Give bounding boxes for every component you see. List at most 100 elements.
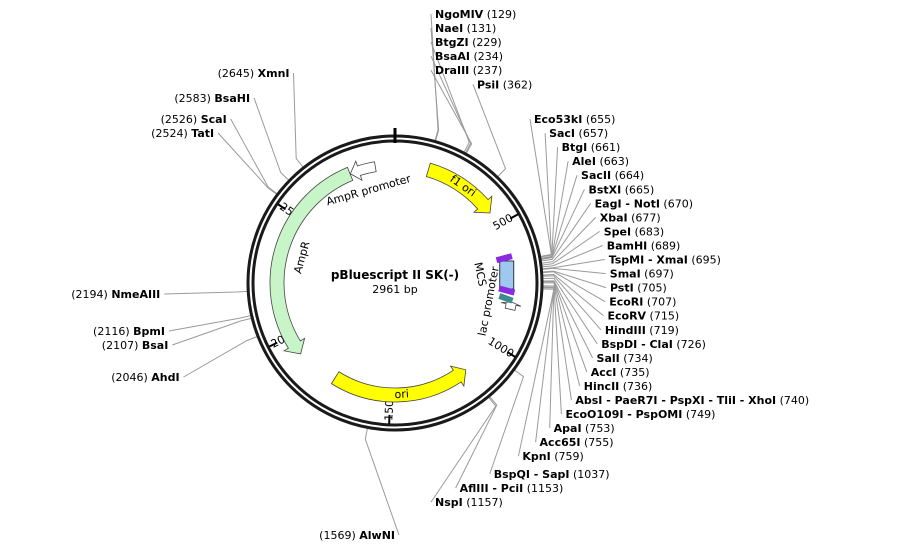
site-acci: AccI (735) — [591, 366, 650, 379]
site-position: (2583) — [174, 92, 214, 105]
site-name: SacI — [549, 127, 575, 140]
site-position: (2524) — [151, 127, 191, 140]
site-position: (2107) — [102, 339, 142, 352]
site-name: AflIII - PciI — [460, 482, 524, 495]
leader-bspdi-clai — [542, 277, 598, 345]
leader-nmeaiii — [164, 290, 248, 295]
site-position: (663) — [596, 155, 629, 168]
site-eco53ki: Eco53kI (655) — [534, 113, 615, 126]
tick-mark-1000 — [506, 351, 516, 358]
site-position: (664) — [611, 169, 644, 182]
tick-mark-2000 — [268, 341, 278, 348]
site-position: (237) — [469, 64, 502, 77]
site-position: (759) — [551, 450, 584, 463]
site-position: (715) — [646, 310, 679, 323]
site-ecoo109i-pspomi: EcoO109I - PspOMI (749) — [565, 408, 715, 421]
site-position: (2526) — [161, 113, 201, 126]
site-name: AbsI - PaeR7I - PspXI - TliI - XhoI — [575, 394, 776, 407]
site-label: AflIII - PciI (1153) — [460, 482, 564, 495]
site-name: BstXI — [588, 183, 621, 196]
site-name: HincII — [584, 380, 620, 393]
site-position: (735) — [616, 366, 649, 379]
plasmid-backbone — [246, 128, 544, 432]
plasmid-size: 2961 bp — [372, 283, 417, 296]
site-label: BstXI (665) — [588, 183, 654, 196]
site-psti: PstI (705) — [610, 282, 667, 295]
site-label: PstI (705) — [610, 282, 667, 295]
leader-bsai — [172, 317, 252, 346]
site-label: (2046) AhdI — [111, 371, 179, 384]
leader-bsahi — [253, 97, 289, 181]
site-position: (734) — [620, 352, 653, 365]
site-position: (2645) — [218, 67, 258, 80]
site-label: BsaAI (234) — [435, 50, 503, 63]
site-name: NgoMIV — [435, 8, 484, 21]
site-bpmi: (2116) BpmI — [93, 325, 165, 338]
site-position: (129) — [483, 8, 516, 21]
site-name: XmnI — [258, 67, 290, 80]
leader-acc65i — [535, 287, 555, 443]
site-position: (131) — [463, 22, 496, 35]
site-label: SpeI (683) — [604, 225, 664, 238]
leader-psii — [472, 84, 507, 177]
site-tati: (2524) TatI — [151, 127, 214, 140]
tick-label-1000: 1000 — [486, 335, 517, 361]
site-name: NspI — [435, 496, 463, 509]
site-label: ApaI (753) — [554, 422, 615, 435]
site-label: (2107) BsaI — [102, 339, 169, 352]
site-label: KpnI (759) — [522, 450, 583, 463]
site-ecori: EcoRI (707) — [609, 296, 676, 309]
site-name: EcoRI — [609, 296, 643, 309]
site-label: EcoRV (715) — [607, 310, 679, 323]
site-name: PsiI — [477, 78, 499, 91]
site-name: XbaI — [600, 211, 628, 224]
site-name: AleI — [572, 155, 596, 168]
site-position: (697) — [641, 268, 674, 281]
site-label: (2526) ScaI — [161, 113, 227, 126]
site-name: SmaI — [610, 268, 641, 281]
leader-tati — [217, 132, 277, 195]
site-saci: SacI (657) — [549, 127, 608, 140]
site-label: EcoRI (707) — [609, 296, 676, 309]
site-name: BsaAI — [435, 50, 470, 63]
leader-bsaai — [430, 55, 472, 154]
leader-bamhi — [542, 245, 603, 268]
site-label: (2524) TatI — [151, 127, 214, 140]
site-position: (661) — [587, 141, 620, 154]
feature-f1-ori — [425, 162, 493, 214]
site-label: (2645) XmnI — [218, 67, 290, 80]
site-btgi: BtgI (661) — [562, 141, 621, 154]
site-position: (749) — [682, 408, 715, 421]
plasmid-name: pBluescript II SK(-) — [331, 268, 459, 282]
site-name: BpmI — [133, 325, 165, 338]
site-name: ScaI — [201, 113, 227, 126]
leader-ecoo109i-pspomi — [542, 285, 562, 415]
site-label: XbaI (677) — [600, 211, 661, 224]
site-ngomiv: NgoMIV (129) — [435, 8, 516, 21]
site-acc65i: Acc65I (755) — [540, 436, 614, 449]
site-ahdi: (2046) AhdI — [111, 371, 179, 384]
lac-operator-mark-upper — [495, 253, 513, 264]
leader-smai — [542, 267, 606, 275]
site-position: (2194) — [71, 288, 111, 301]
site-spei: SpeI (683) — [604, 225, 664, 238]
site-label: AccI (735) — [591, 366, 650, 379]
site-tspmi-xmai: TspMI - XmaI (695) — [609, 254, 721, 267]
site-name: AccI — [591, 366, 617, 379]
site-label: HindIII (719) — [605, 324, 679, 337]
site-smai: SmaI (697) — [610, 268, 674, 281]
site-position: (1157) — [463, 496, 503, 509]
leader-psti — [542, 270, 607, 289]
site-absi-paer7i-pspxi-tlii-xhoi: AbsI - PaeR7I - PspXI - TliI - XhoI (740… — [575, 394, 809, 407]
site-name: SpeI — [604, 225, 631, 238]
leader-apai — [542, 286, 555, 429]
site-label: (2194) NmeAIII — [71, 288, 160, 301]
site-name: BsaI — [142, 339, 168, 352]
site-name: Acc65I — [540, 436, 581, 449]
site-position: (740) — [776, 394, 809, 407]
site-position: (726) — [673, 338, 706, 351]
cap-site-box — [498, 293, 514, 304]
site-label: SalI (734) — [597, 352, 653, 365]
site-position: (736) — [619, 380, 652, 393]
